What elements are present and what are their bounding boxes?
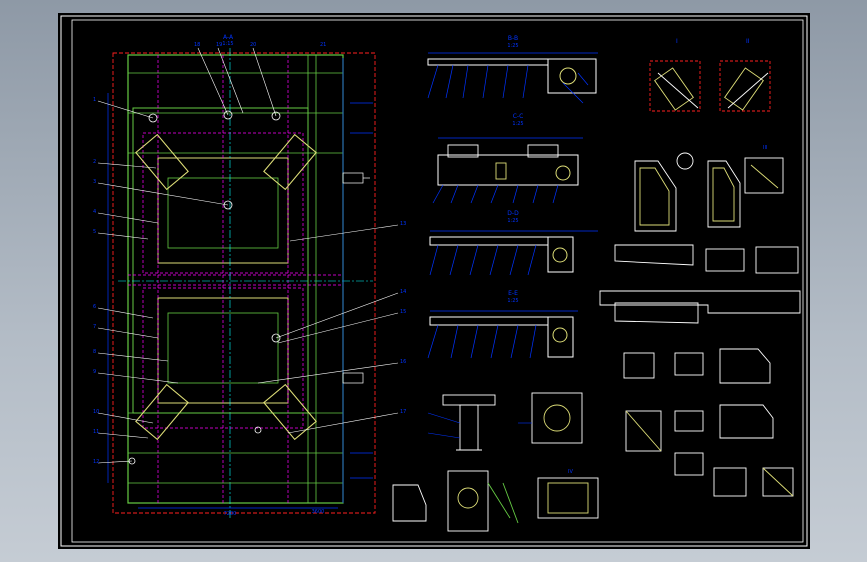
svg-text:1: 1 [93, 97, 96, 103]
section-e-title: E-E [508, 290, 518, 297]
bottom-details [392, 470, 519, 532]
section-c-title: C-C [513, 113, 524, 120]
plan-boundary [112, 52, 376, 514]
svg-text:III: III [763, 145, 767, 151]
right-side-dimension: 3600 [312, 509, 325, 515]
svg-text:II: II [746, 38, 750, 45]
detail-ii: II [719, 38, 771, 112]
svg-text:I: I [676, 38, 678, 45]
svg-text:17: 17 [400, 409, 406, 415]
main-view-title: A-A [223, 34, 234, 41]
svg-text:4: 4 [93, 209, 96, 215]
svg-text:6: 6 [93, 304, 96, 310]
section-view-d: D-D 1:25 [429, 210, 598, 276]
svg-text:3: 3 [93, 179, 96, 185]
svg-text:16: 16 [400, 359, 406, 365]
section-view-c: C-C 1:25 [432, 113, 583, 204]
section-view-e: E-E 1:25 [427, 290, 578, 359]
section-c-scale: 1:25 [512, 121, 523, 127]
svg-text:11: 11 [93, 429, 99, 435]
svg-text:12: 12 [93, 459, 99, 465]
svg-text:18: 18 [194, 42, 200, 48]
flange-plate-detail [518, 392, 583, 444]
svg-text:14: 14 [400, 289, 406, 295]
long-bar-details [599, 244, 801, 324]
svg-text:19: 19 [216, 42, 222, 48]
svg-text:2: 2 [93, 159, 96, 165]
gusset-detail-1 [634, 160, 677, 232]
svg-text:7: 7 [93, 324, 96, 330]
svg-text:13: 13 [400, 221, 406, 227]
detail-i: I [649, 38, 701, 112]
round-bar-detail [676, 152, 694, 170]
svg-text:10: 10 [93, 409, 99, 415]
bottom-overall-dimension: 7200 [224, 511, 237, 517]
column-detail-1 [427, 394, 496, 451]
section-b-title: B-B [508, 35, 518, 42]
main-view-scale: 1:15 [222, 41, 233, 47]
svg-text:5: 5 [93, 229, 96, 235]
detail-iv: IV [537, 469, 599, 519]
section-e-scale: 1:25 [507, 298, 518, 304]
svg-text:8: 8 [93, 349, 96, 355]
drawing-frame-outer [60, 15, 808, 547]
section-view-b: B-B 1:25 [427, 35, 598, 104]
section-d-scale: 1:25 [507, 218, 518, 224]
bracket-detail-iii: III [744, 145, 784, 194]
plate-details [623, 348, 794, 497]
svg-text:9: 9 [93, 369, 96, 375]
section-d-title: D-D [507, 210, 519, 217]
drawing-frame-inner [71, 19, 804, 543]
section-b-scale: 1:25 [507, 43, 518, 49]
gusset-detail-2 [707, 160, 741, 228]
svg-text:21: 21 [320, 42, 326, 48]
svg-text:IV: IV [568, 469, 573, 475]
svg-text:20: 20 [250, 42, 256, 48]
svg-text:15: 15 [400, 309, 406, 315]
